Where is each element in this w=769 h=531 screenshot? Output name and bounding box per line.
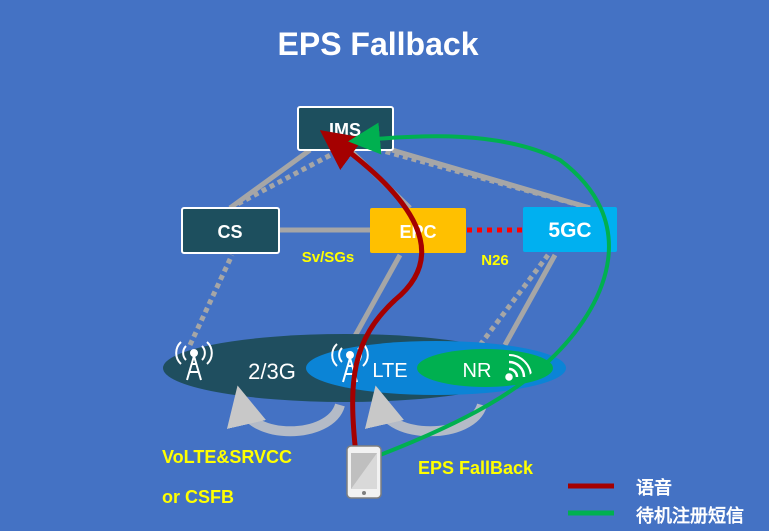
- legend-registration-label: 待机注册短信: [636, 505, 744, 526]
- access-links: [347, 253, 558, 347]
- legend: 语音 待机注册短信: [568, 477, 744, 526]
- ellipse-nr: [417, 349, 553, 387]
- eps-fallback-annotation: EPS FallBack: [418, 458, 534, 478]
- cs-label: CS: [217, 222, 242, 242]
- link-cs-ims: [228, 147, 312, 211]
- cs-box: [181, 207, 280, 254]
- node-5gc: 5GC: [523, 207, 617, 252]
- dotted-5gc-ims: [379, 147, 591, 211]
- node-cs: CS: [181, 207, 280, 254]
- legend-voice-label: 语音: [636, 477, 672, 498]
- fivegc-box: [523, 207, 617, 252]
- link-lte-epc: [347, 253, 403, 347]
- volte-srvcc-label: VoLTE&SRVCC: [162, 447, 292, 467]
- core-dotted-links: [228, 147, 591, 211]
- handover-nr-to-lte: [365, 385, 487, 437]
- access-dotted-links: [187, 253, 550, 347]
- or-csfb-label: or CSFB: [162, 487, 234, 507]
- antenna-2g3g-icon: [175, 341, 213, 381]
- registration-sms-path: [348, 122, 611, 457]
- signal-nr-icon: [505, 354, 532, 381]
- handover-lte-to-2g3g: [227, 385, 345, 437]
- diagram-title: EPS Fallback: [278, 26, 479, 62]
- label-nr: NR: [463, 360, 492, 382]
- voice-path: [319, 130, 425, 456]
- label-2g3g: 2/3G: [248, 359, 296, 384]
- ims-label: IMS: [329, 120, 361, 140]
- fivegc-label: 5GC: [548, 219, 591, 242]
- dotted-2g3g-cs: [187, 253, 235, 347]
- sv-sgs-label: Sv/SGs: [302, 249, 355, 266]
- dotted-cs-ims: [228, 147, 342, 211]
- node-ims: IMS: [297, 106, 394, 151]
- n26-label: N26: [481, 252, 509, 269]
- handover-arrows: [227, 385, 487, 437]
- label-lte: LTE: [372, 360, 407, 382]
- access-network: [163, 334, 566, 402]
- dotted-lte-5gc: [478, 253, 550, 347]
- phone-icon: [346, 445, 382, 499]
- link-nr-5gc: [502, 253, 558, 347]
